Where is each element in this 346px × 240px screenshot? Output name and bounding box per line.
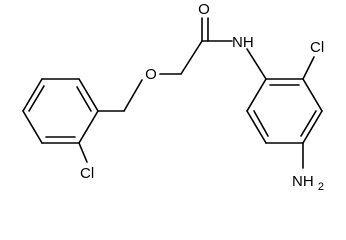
bond-ch2-o xyxy=(123,79,143,112)
structure-canvas: O NH O Cl Cl NH 2 xyxy=(22,1,324,192)
bond xyxy=(302,78,323,112)
carbonyl-oxygen-label: O xyxy=(198,1,210,18)
double-bond xyxy=(253,110,269,137)
right-benzene-ring xyxy=(246,78,323,144)
bond xyxy=(22,110,43,144)
double-bond xyxy=(76,86,92,112)
bond-nh-ring xyxy=(246,48,267,80)
bond xyxy=(22,78,43,112)
bond xyxy=(246,110,267,144)
chloro-left-label: Cl xyxy=(80,165,94,182)
bond-ch2-carbonyl xyxy=(180,40,203,75)
bond xyxy=(78,110,99,144)
bond xyxy=(302,110,323,144)
amide-nh-label: NH xyxy=(232,34,254,51)
molecule-diagram: O NH O Cl Cl NH 2 xyxy=(22,1,324,192)
chloro-right-label: Cl xyxy=(310,39,324,56)
double-bond xyxy=(28,85,45,112)
bond-to-chloro-right xyxy=(302,56,315,80)
amino-label-main: NH xyxy=(292,173,314,190)
ether-oxygen-label: O xyxy=(145,66,157,83)
bond-to-chloro-left xyxy=(78,142,88,163)
bond xyxy=(246,78,267,112)
bond xyxy=(78,78,99,112)
atom-labels: O NH O Cl Cl NH 2 xyxy=(80,1,324,192)
amino-group-label: NH 2 xyxy=(292,173,324,192)
double-bond xyxy=(300,110,317,137)
left-benzene-ring xyxy=(22,78,99,144)
amino-subscript: 2 xyxy=(318,181,324,192)
